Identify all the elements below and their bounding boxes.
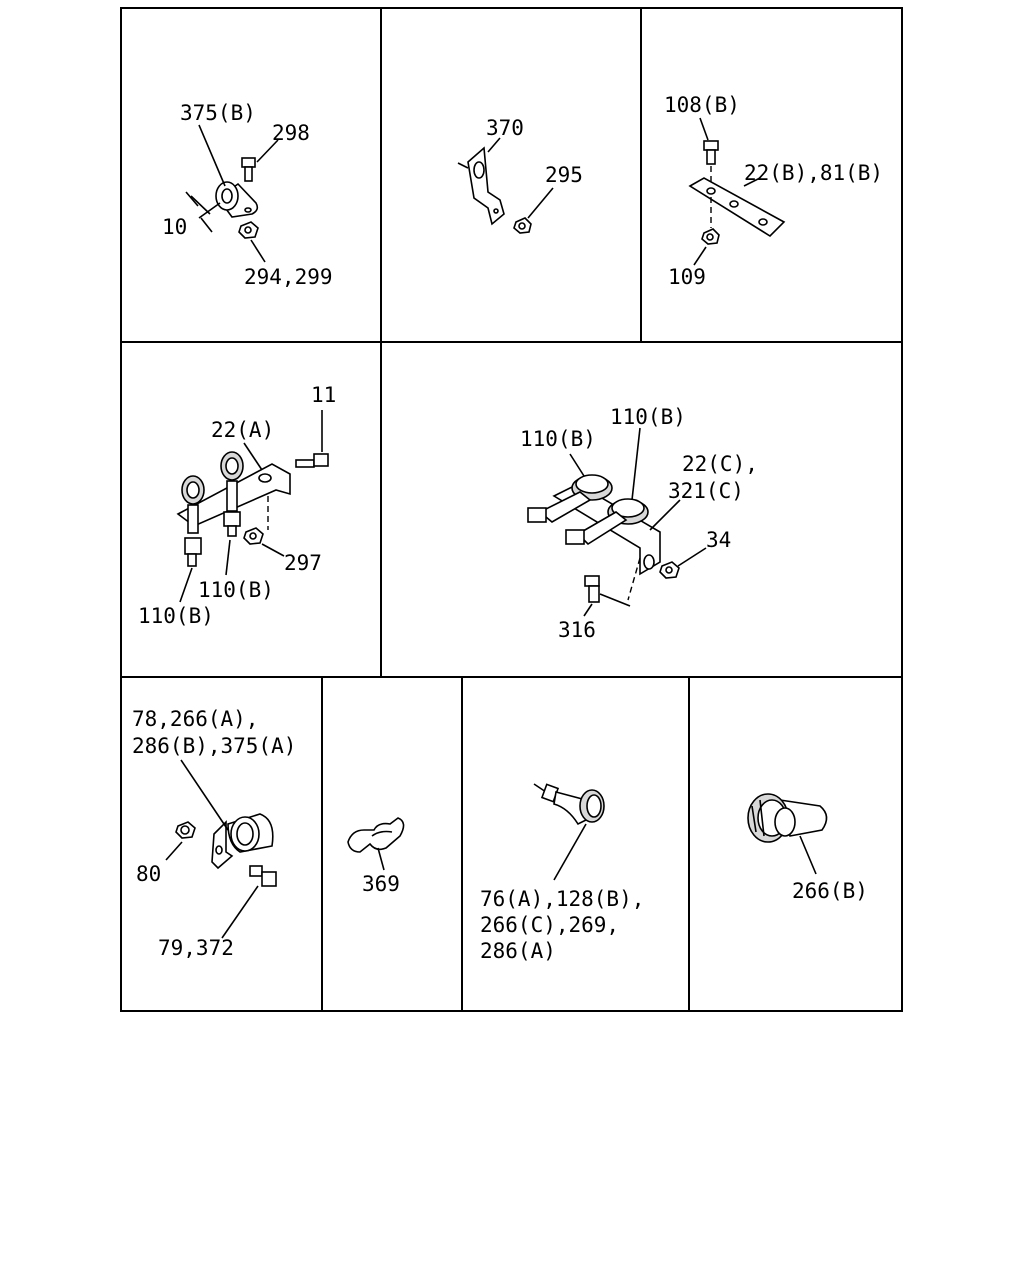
label-10: 10 (162, 215, 187, 239)
label-375b: 375(B) (180, 101, 256, 125)
label-80: 80 (136, 862, 161, 886)
clip-arm-1-icon (527, 491, 592, 523)
label-297: 297 (284, 551, 322, 575)
label-108b: 108(B) (664, 93, 740, 117)
label-286b-375a: 286(B),375(A) (132, 734, 296, 758)
clip-arm-2-icon (565, 511, 628, 546)
label-22a: 22(A) (211, 418, 274, 442)
label-295: 295 (545, 163, 583, 187)
label-76a-128b: 76(A),128(B), (480, 887, 644, 911)
panel-7-saddle-clip: 369 (347, 817, 405, 896)
nut-295-icon (513, 217, 532, 234)
bolt-108b-icon (703, 140, 719, 165)
plate-22b-drawing (688, 177, 786, 238)
nut-109-icon (701, 228, 720, 245)
label-369: 369 (362, 872, 400, 896)
label-110b-right: 110(B) (610, 405, 686, 429)
label-109: 109 (668, 265, 706, 289)
panel-9-cushion-clamp: 266(B) (747, 793, 868, 903)
label-316: 316 (558, 618, 596, 642)
screw-11-icon (295, 453, 329, 468)
label-266c-269: 266(C),269, (480, 913, 619, 937)
panel-1-pipe-clamp: 375(B) 298 10 294,299 (162, 101, 333, 289)
bolt-316-icon (584, 575, 600, 603)
nut-294-icon (238, 221, 259, 239)
label-34: 34 (706, 528, 731, 552)
label-286a: 286(A) (480, 939, 556, 963)
label-110b-left: 110(B) (520, 427, 596, 451)
cushion-clamp-266b-drawing (747, 793, 828, 843)
label-298: 298 (272, 121, 310, 145)
panel-5-double-clip-bracket: 110(B) 110(B) 22(C), 321(C) 34 316 (520, 405, 758, 642)
label-370: 370 (486, 116, 524, 140)
angle-clamp-78-drawing (211, 813, 274, 870)
panel-3-plate: 108(B) 22(B),81(B) 109 (664, 93, 883, 289)
label-110b-lower: 110(B) (138, 604, 214, 628)
panel-2-bracket: 370 295 (457, 116, 583, 234)
strap-clip-2-icon (220, 451, 244, 537)
panel-8-strap-clip: 76(A),128(B), 266(C),269, 286(A) (480, 783, 644, 963)
pipe-clamp-drawing (215, 181, 259, 218)
nut-80-icon (175, 821, 196, 839)
nut-297-icon (243, 527, 264, 545)
bolt-79-icon (249, 865, 277, 887)
label-22c: 22(C), (682, 452, 758, 476)
label-266b: 266(B) (792, 879, 868, 903)
label-110b-upper: 110(B) (198, 578, 274, 602)
panel-6-angle-clamp: 78,266(A), 286(B),375(A) 80 79,372 (132, 707, 296, 960)
label-79-372: 79,372 (158, 936, 234, 960)
bolt-298-icon (241, 157, 256, 182)
panel-4-clip-bracket: 11 22(A) 297 110(B) 110(B) (138, 383, 336, 628)
nut-34-icon (659, 561, 680, 579)
label-321c: 321(C) (668, 479, 744, 503)
strap-clip-76a-drawing (533, 783, 605, 826)
label-22b-81b: 22(B),81(B) (744, 161, 883, 185)
label-294-299: 294,299 (244, 265, 333, 289)
label-11: 11 (311, 383, 336, 407)
strap-clip-1-icon (181, 475, 205, 567)
bracket-370-drawing (457, 146, 505, 226)
label-78-266a: 78,266(A), (132, 707, 258, 731)
saddle-clip-369-drawing (347, 817, 405, 853)
panel-grid (120, 7, 903, 1012)
